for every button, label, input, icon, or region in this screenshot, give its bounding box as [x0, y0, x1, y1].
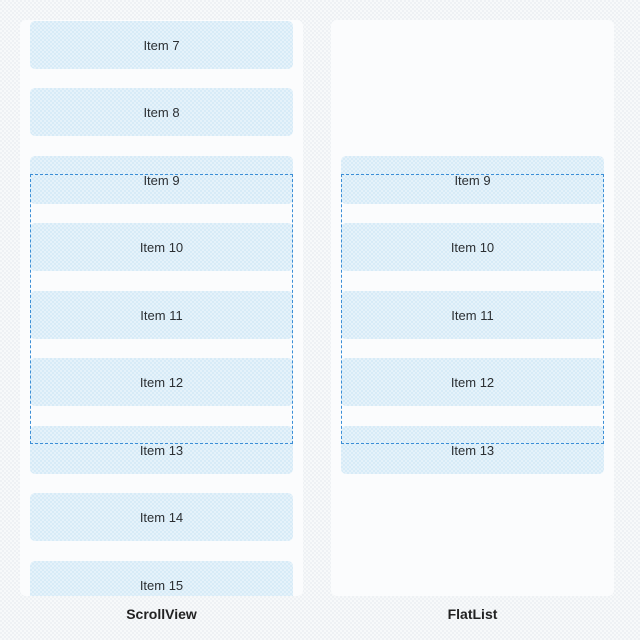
scrollview-caption: ScrollView	[126, 606, 197, 622]
list-item[interactable]: Item 8	[30, 88, 293, 136]
list-item-label: Item 10	[139, 239, 184, 255]
list-item[interactable]: Item 9	[341, 156, 604, 204]
list-item-label: Item 9	[454, 172, 491, 188]
list-item[interactable]: Item 10	[30, 223, 293, 271]
list-item[interactable]: Item 9	[30, 156, 293, 204]
list-item-label: Item 13	[450, 442, 495, 458]
list-item-label: Item 12	[139, 374, 184, 390]
list-item-label: Item 14	[139, 509, 184, 525]
flatlist-panel[interactable]: Item 9 Item 10 Item 11 Item 12 Item 13	[331, 20, 614, 596]
list-item-label: Item 7	[143, 37, 180, 53]
list-item[interactable]: Item 15	[30, 561, 293, 596]
list-item-label: Item 11	[140, 307, 183, 323]
list-item-label: Item 15	[139, 577, 184, 593]
list-item[interactable]: Item 13	[341, 426, 604, 474]
list-item[interactable]: Item 11	[341, 291, 604, 339]
list-item-label: Item 9	[143, 172, 180, 188]
list-item-label: Item 12	[450, 374, 495, 390]
scrollview-panel[interactable]: Item 7 Item 8 Item 9 Item 10 Item 11 Ite…	[20, 20, 303, 596]
list-item[interactable]: Item 14	[30, 493, 293, 541]
list-item-label: Item 8	[143, 104, 180, 120]
list-item[interactable]: Item 11	[30, 291, 293, 339]
list-item-label: Item 11	[451, 307, 494, 323]
list-item[interactable]: Item 12	[30, 358, 293, 406]
list-item[interactable]: Item 13	[30, 426, 293, 474]
list-item[interactable]: Item 12	[341, 358, 604, 406]
list-item[interactable]: Item 10	[341, 223, 604, 271]
flatlist-caption: FlatList	[447, 606, 498, 622]
list-item-label: Item 13	[139, 442, 184, 458]
list-item[interactable]: Item 7	[30, 21, 293, 69]
list-item-label: Item 10	[450, 239, 495, 255]
